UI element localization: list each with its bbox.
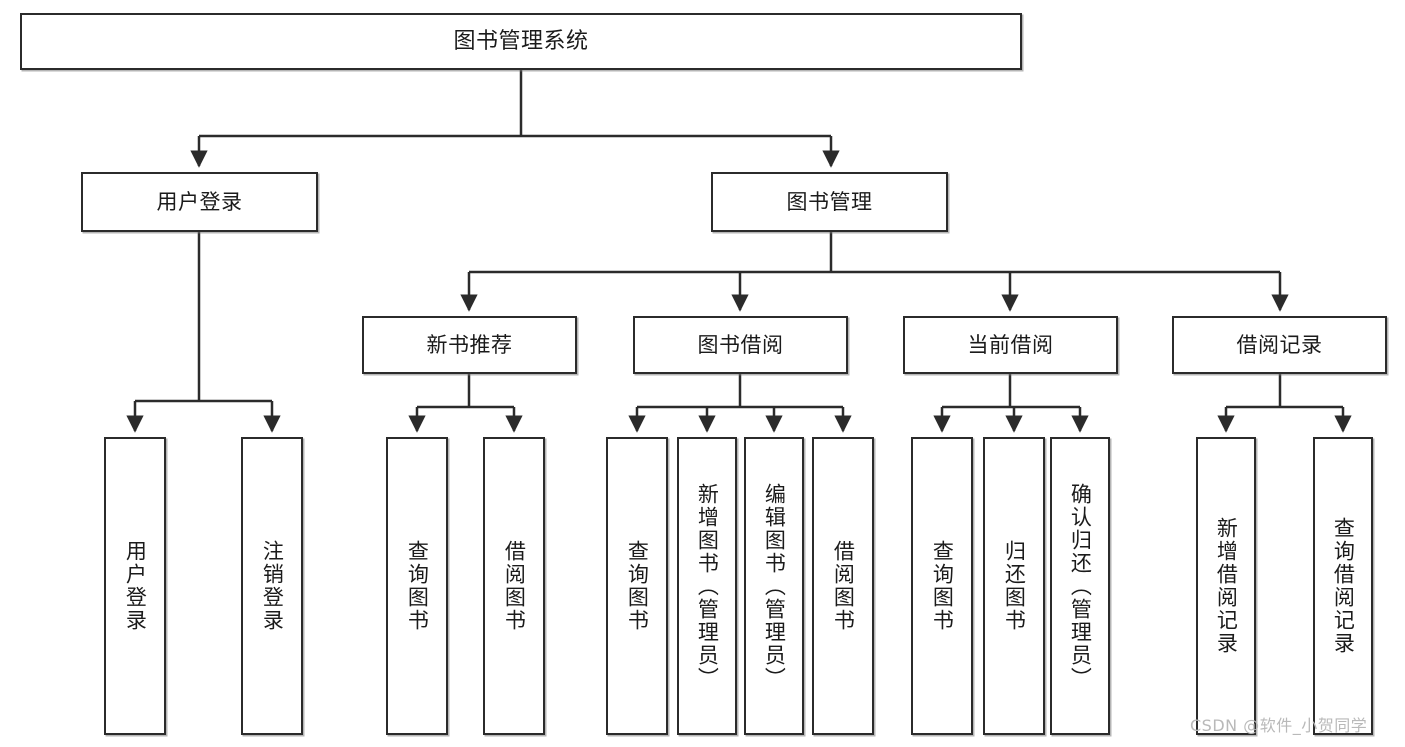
node-borrow-record[interactable]: 借阅记录 bbox=[1172, 316, 1387, 374]
leaf-borrow-book-recommend[interactable]: 借阅图书 bbox=[483, 437, 545, 735]
leaf-confirm-return-admin-label: 确认归还（管理员） bbox=[1068, 482, 1093, 690]
node-new-book-recommend-label: 新书推荐 bbox=[426, 332, 513, 357]
node-book-borrow[interactable]: 图书借阅 bbox=[633, 316, 848, 374]
leaf-query-borrow-record-label: 查询借阅记录 bbox=[1331, 517, 1356, 655]
leaf-add-borrow-record-label: 新增借阅记录 bbox=[1214, 517, 1239, 655]
leaf-add-book-admin-label: 新增图书（管理员） bbox=[695, 482, 720, 690]
node-user-login[interactable]: 用户登录 bbox=[81, 172, 318, 232]
leaf-borrow-book[interactable]: 借阅图书 bbox=[812, 437, 874, 735]
leaf-borrow-book-recommend-label: 借阅图书 bbox=[502, 540, 527, 632]
leaf-user-login[interactable]: 用户登录 bbox=[104, 437, 166, 735]
node-current-borrow[interactable]: 当前借阅 bbox=[903, 316, 1118, 374]
leaf-query-book-current[interactable]: 查询图书 bbox=[911, 437, 973, 735]
leaf-edit-book-admin-label: 编辑图书（管理员） bbox=[762, 482, 787, 690]
leaf-logout-label: 注销登录 bbox=[260, 540, 285, 632]
leaf-edit-book-admin[interactable]: 编辑图书（管理员） bbox=[744, 437, 804, 735]
leaf-query-book-recommend-label: 查询图书 bbox=[405, 540, 430, 632]
leaf-query-book-borrow-label: 查询图书 bbox=[625, 540, 650, 632]
leaf-query-book-current-label: 查询图书 bbox=[930, 540, 955, 632]
leaf-query-borrow-record[interactable]: 查询借阅记录 bbox=[1313, 437, 1373, 735]
node-borrow-record-label: 借阅记录 bbox=[1236, 332, 1323, 357]
leaf-user-login-label: 用户登录 bbox=[123, 540, 148, 632]
leaf-confirm-return-admin[interactable]: 确认归还（管理员） bbox=[1050, 437, 1110, 735]
node-book-borrow-label: 图书借阅 bbox=[697, 332, 784, 357]
node-root-label: 图书管理系统 bbox=[453, 28, 589, 54]
leaf-add-borrow-record[interactable]: 新增借阅记录 bbox=[1196, 437, 1256, 735]
leaf-query-book-borrow[interactable]: 查询图书 bbox=[606, 437, 668, 735]
csdn-watermark: CSDN @软件_小贺同学 bbox=[1190, 716, 1368, 735]
leaf-logout[interactable]: 注销登录 bbox=[241, 437, 303, 735]
leaf-return-book-label: 归还图书 bbox=[1002, 540, 1027, 632]
leaf-borrow-book-label: 借阅图书 bbox=[831, 540, 856, 632]
node-user-login-label: 用户登录 bbox=[156, 189, 243, 214]
node-book-management-label: 图书管理 bbox=[786, 189, 873, 214]
leaf-return-book[interactable]: 归还图书 bbox=[983, 437, 1045, 735]
leaf-query-book-recommend[interactable]: 查询图书 bbox=[386, 437, 448, 735]
node-root[interactable]: 图书管理系统 bbox=[20, 13, 1022, 70]
node-new-book-recommend[interactable]: 新书推荐 bbox=[362, 316, 577, 374]
node-current-borrow-label: 当前借阅 bbox=[967, 332, 1054, 357]
leaf-add-book-admin[interactable]: 新增图书（管理员） bbox=[677, 437, 737, 735]
node-book-management[interactable]: 图书管理 bbox=[711, 172, 948, 232]
